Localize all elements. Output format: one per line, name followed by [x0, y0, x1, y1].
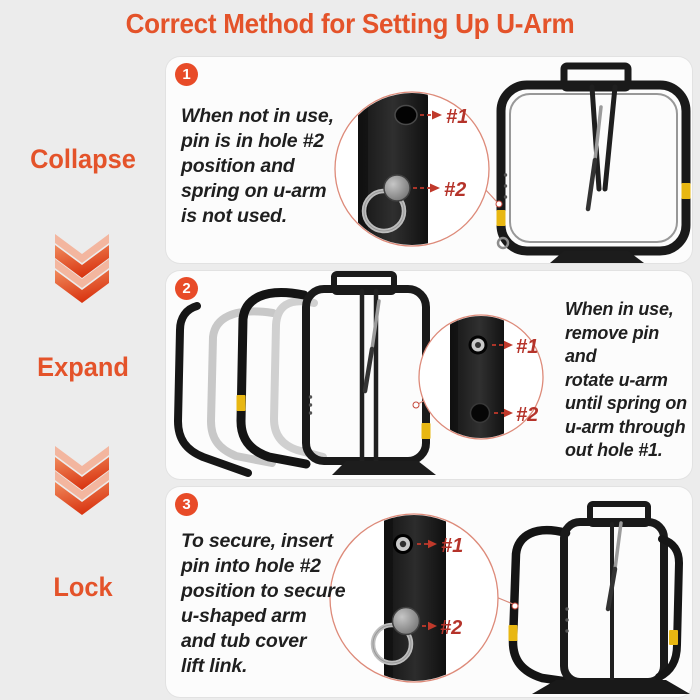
hole-2	[469, 402, 491, 424]
step-3-instructions: To secure, insert pin into hole #2 posit…	[181, 529, 359, 679]
step-2-instructions: When in use, remove pin and rotate u-arm…	[565, 298, 691, 463]
instruction-line: spring on u-arm	[181, 180, 327, 202]
expanded-frame-photo	[508, 501, 690, 694]
yellow-band	[669, 630, 678, 645]
yellow-band	[236, 395, 246, 411]
step-2-illustration: #1 #2	[174, 271, 544, 477]
hole-1	[394, 104, 418, 126]
panel-step-3: 3 To secure, insert pin into hole #2 pos…	[166, 487, 692, 697]
instruction-line: When in use,	[565, 299, 674, 319]
pin-head	[383, 174, 411, 202]
instruction-line: To secure, insert	[181, 530, 333, 552]
u-arm-left	[508, 525, 575, 687]
expanding-frame-photo	[174, 271, 436, 477]
step-1-badge: 1	[175, 63, 198, 86]
instruction-line: position and	[181, 155, 295, 177]
yellow-band	[496, 210, 506, 226]
pin-head	[391, 606, 421, 636]
page-title: Correct Method for Setting Up U-Arm	[125, 8, 575, 39]
step-label-expand: Expand	[37, 352, 129, 382]
hole-2-label: #2	[444, 179, 466, 201]
instruction-line: out hole #1.	[565, 440, 663, 460]
hole-2-label: #2	[516, 404, 538, 426]
step-3-callout: #1 #2	[329, 513, 519, 683]
panel-step-1: 1 When not in use, pin is in hole #2 pos…	[166, 57, 692, 263]
u-arm-tube	[358, 93, 428, 245]
step-3-badge: 3	[175, 493, 198, 516]
double-chevron-down-icon	[55, 446, 109, 515]
hole-1-label: #1	[446, 106, 468, 128]
base-plate	[550, 251, 644, 263]
collapsed-frame-photo	[496, 62, 691, 263]
step-1-illustration: #1 #2	[334, 62, 691, 263]
yellow-band	[508, 625, 518, 641]
ghost-arm	[270, 297, 327, 461]
base-plate	[532, 680, 690, 694]
hole-pointers	[417, 539, 437, 631]
instruction-line: lift link.	[181, 655, 248, 677]
instruction-line: u-arm through	[565, 416, 686, 437]
u-arm-left	[174, 302, 252, 477]
u-arm-right	[236, 288, 311, 469]
step-label-lock: Lock	[53, 572, 113, 602]
u-arm-tube	[384, 515, 446, 681]
double-chevron-down-icon	[55, 234, 109, 303]
step-label-collapse: Collapse	[30, 144, 136, 174]
step-3-illustration: #1 #2	[329, 501, 690, 694]
base-plate	[332, 461, 436, 475]
step-2-badge: 2	[175, 277, 198, 300]
instruction-line: pin is in hole #2	[181, 130, 324, 152]
step-2-callout: #1 #2	[412, 314, 544, 440]
step-1-instructions: When not in use, pin is in hole #2 posit…	[181, 104, 351, 229]
panel-step-2: 2 When in use, remove pin and rotate u-a…	[166, 271, 692, 479]
hole-1-label: #1	[516, 336, 538, 358]
step-1-callout: #1 #2	[334, 91, 503, 247]
u-arm-right	[655, 535, 683, 681]
instruction-line: position to secure	[181, 580, 346, 602]
hole-1-label: #1	[441, 535, 463, 557]
instruction-line: rotate u-arm	[565, 369, 668, 390]
instruction-line: is not used.	[181, 205, 287, 227]
instruction-line: pin into hole #2	[181, 555, 321, 577]
instruction-line: u-shaped arm	[181, 605, 307, 627]
u-arm-tube	[450, 316, 504, 438]
instruction-line: and tub cover	[181, 630, 307, 652]
yellow-band	[421, 423, 431, 439]
yellow-band	[681, 183, 691, 199]
instruction-line: until spring on	[565, 393, 687, 413]
hole-2-label: #2	[440, 617, 462, 639]
instruction-line: remove pin and	[565, 322, 660, 367]
hole-pointers	[413, 110, 442, 193]
instruction-line: When not in use,	[181, 105, 334, 127]
hole-pointers	[492, 340, 513, 418]
